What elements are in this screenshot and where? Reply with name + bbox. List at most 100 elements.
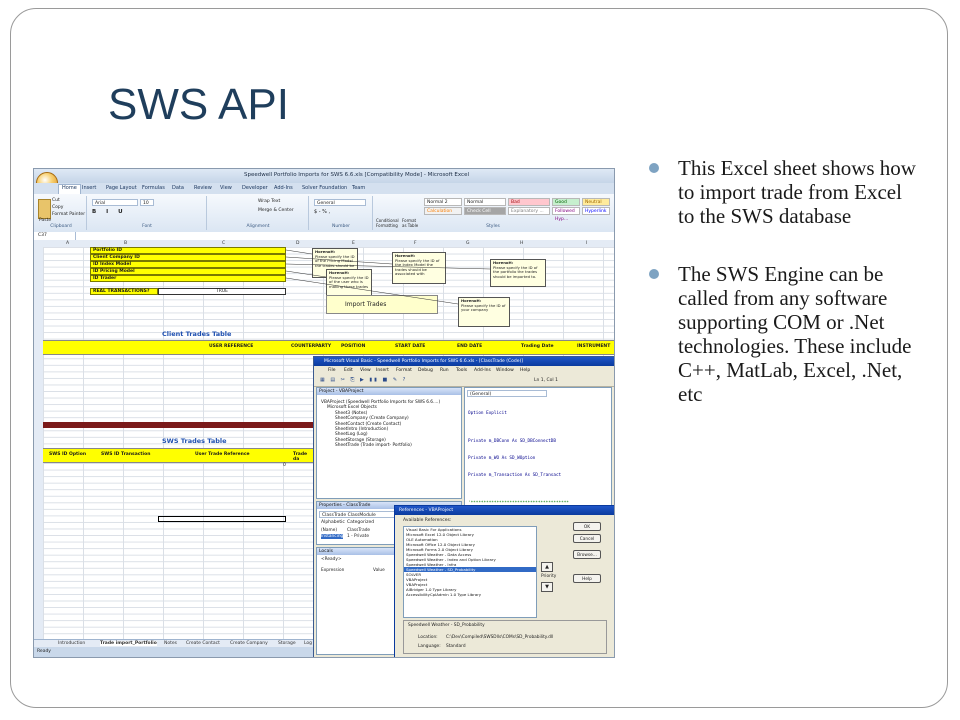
vba-menu-add-ins[interactable]: Add-Ins [474, 368, 491, 373]
ribbon-tab-team[interactable]: Team [352, 185, 366, 191]
ok-button[interactable]: OK [573, 522, 601, 531]
column-header[interactable]: F [414, 241, 417, 246]
help-button[interactable]: Help [573, 574, 601, 583]
properties-tab-categorized[interactable]: Categorized [347, 520, 375, 525]
merge-center-button[interactable]: Merge & Center [258, 208, 294, 213]
reference-item[interactable]: VBAProject [406, 577, 428, 582]
sheet-tab-log[interactable]: Log [304, 641, 313, 646]
vba-menu-help[interactable]: Help [520, 368, 531, 373]
column-header[interactable]: B [124, 241, 128, 246]
number-format-select[interactable]: General [314, 199, 366, 206]
priority-down-icon[interactable]: ▼ [541, 582, 553, 592]
column-header[interactable]: H [520, 241, 524, 246]
style-neutral[interactable]: Neutral [582, 198, 610, 206]
name-box[interactable]: C37 [36, 232, 76, 240]
vba-menu-view[interactable]: View [360, 368, 371, 373]
ribbon-tab-add-ins[interactable]: Add-Ins [274, 185, 293, 191]
sheet-tab-storage[interactable]: Storage [278, 641, 296, 646]
selected-cell[interactable] [158, 516, 286, 522]
bold-italic-underline-icons[interactable]: B I U [92, 209, 127, 215]
import-trades-button[interactable]: Import Trades [326, 295, 438, 314]
conditional-formatting-button[interactable]: Conditional Formatting [376, 218, 399, 228]
reference-item[interactable]: Speedwell Weather - Infra [406, 562, 457, 567]
browse-button[interactable]: Browse... [573, 550, 601, 559]
reference-item[interactable]: VBAProject [406, 582, 428, 587]
ribbon-tab-view[interactable]: View [220, 185, 232, 191]
format-as-table-button[interactable]: Format as Table [402, 218, 419, 228]
tree-item[interactable]: SheetLog (Log) [335, 432, 368, 438]
vba-menu-edit[interactable]: Edit [344, 368, 353, 373]
vba-menu-file[interactable]: File [328, 368, 336, 373]
cut-button[interactable]: Cut [52, 198, 60, 203]
reference-item-selected[interactable]: Speedwell Weather - SD_Probability [404, 567, 536, 572]
references-list[interactable]: Visual Basic For Applications Microsoft … [403, 526, 537, 618]
paste-label[interactable]: Paste [39, 218, 52, 223]
format-painter-button[interactable]: Format Painter [52, 212, 86, 217]
code-object-select[interactable]: (General) [467, 390, 547, 397]
ribbon-tab-formulas[interactable]: Formulas [142, 185, 165, 191]
style-bad[interactable]: Bad [508, 198, 550, 206]
ribbon-tab-review[interactable]: Review [194, 185, 212, 191]
vba-menu-tools[interactable]: Tools [456, 368, 468, 373]
style-normal-2[interactable]: Normal 2 [424, 198, 462, 206]
tree-item[interactable]: Sheet3 (Notes) [335, 410, 368, 416]
column-header[interactable]: G [466, 241, 470, 246]
vba-toolbar-icons[interactable]: ▦ ▤ ✂ ⎘ ▶ ▮▮ ■ ✎ ? [320, 377, 408, 383]
wrap-text-button[interactable]: Wrap Text [258, 199, 281, 204]
ribbon-tab-insert[interactable]: Insert [82, 185, 97, 191]
style-good[interactable]: Good [552, 198, 580, 206]
ribbon-tab-page-layout[interactable]: Page Layout [106, 185, 137, 191]
real-transactions-value[interactable]: TRUE [158, 288, 286, 295]
column-header[interactable]: E [352, 241, 355, 246]
style-hyperlink[interactable]: Hyperlink [582, 207, 610, 215]
column-header[interactable]: C [222, 241, 226, 246]
reference-item[interactable]: Speedwell Weather - Index and Option Lib… [406, 557, 496, 562]
style-check-cell[interactable]: Check Cell [464, 207, 506, 215]
reference-item[interactable]: Microsoft Office 12.0 Object Library [406, 542, 475, 547]
input-id-pricing-model[interactable]: ID Pricing Model [90, 268, 286, 275]
copy-button[interactable]: Copy [52, 205, 64, 210]
sheet-tab-notes[interactable]: Notes [164, 641, 177, 646]
tree-item[interactable]: SheetTrade (Trade import- Portfolio) [335, 443, 412, 449]
vba-menu-run[interactable]: Run [440, 368, 449, 373]
ribbon-tab-home[interactable]: Home [58, 184, 81, 194]
sheet-tab-create-company[interactable]: Create Company [230, 641, 268, 646]
vba-menu-window[interactable]: Window [496, 368, 514, 373]
font-name-select[interactable]: Arial [92, 199, 138, 206]
ribbon-tab-data[interactable]: Data [172, 185, 184, 191]
reference-item[interactable]: AccessibilityCpIAdmin 1.0 Type Library [406, 592, 482, 597]
style-explanatory[interactable]: Explanatory ... [508, 207, 550, 215]
font-size-select[interactable]: 10 [140, 199, 154, 206]
reference-item[interactable]: Microsoft Forms 2.0 Object Library [406, 547, 473, 552]
tree-item-project[interactable]: VBAProject (Speedwell Portfolio Imports … [321, 400, 441, 405]
reference-item[interactable]: SOLVER [406, 572, 422, 577]
reference-item[interactable]: Visual Basic For Applications [406, 527, 462, 532]
input-portfolio-id[interactable]: Portfolio ID [90, 247, 286, 254]
tree-item-folder[interactable]: Microsoft Excel Objects [327, 405, 377, 411]
input-client-company-id[interactable]: Client Company ID [90, 254, 286, 261]
column-header[interactable]: I [586, 241, 588, 246]
priority-up-icon[interactable]: ▲ [541, 562, 553, 572]
column-header[interactable]: D [296, 241, 300, 246]
property-name-value[interactable]: ClassTrade [347, 528, 371, 533]
tree-item[interactable]: SheetIntro (Introduction) [335, 427, 389, 433]
vba-menu-debug[interactable]: Debug [418, 368, 433, 373]
tree-item[interactable]: SheetCompany (Create Company) [335, 416, 409, 422]
reference-item[interactable]: AlBridger 1.0 Type Library [406, 587, 457, 592]
vba-menu-insert[interactable]: Insert [376, 368, 389, 373]
sheet-tab-create-contact[interactable]: Create Contact [186, 641, 220, 646]
style-calculation[interactable]: Calculation [424, 207, 462, 215]
ribbon-tab-solver-foundation[interactable]: Solver Foundation [302, 185, 348, 191]
column-header[interactable]: A [66, 241, 70, 246]
vba-menu-format[interactable]: Format [396, 368, 412, 373]
sheet-tab-introduction[interactable]: Introduction [58, 641, 86, 646]
reference-item[interactable]: OLE Automation [406, 537, 438, 542]
input-id-trader[interactable]: ID Trader [90, 275, 286, 282]
ribbon-tab-developer[interactable]: Developer [242, 185, 268, 191]
tree-item[interactable]: SheetStorage (Storage) [335, 437, 386, 443]
property-instancing-value[interactable]: 1 - Private [347, 534, 369, 539]
paste-icon[interactable] [38, 199, 51, 219]
sheet-tab-trade-import[interactable]: Trade import_Portfolio [100, 641, 157, 646]
cancel-button[interactable]: Cancel [573, 534, 601, 543]
tree-item[interactable]: SheetContact (Create Contact) [335, 421, 402, 427]
